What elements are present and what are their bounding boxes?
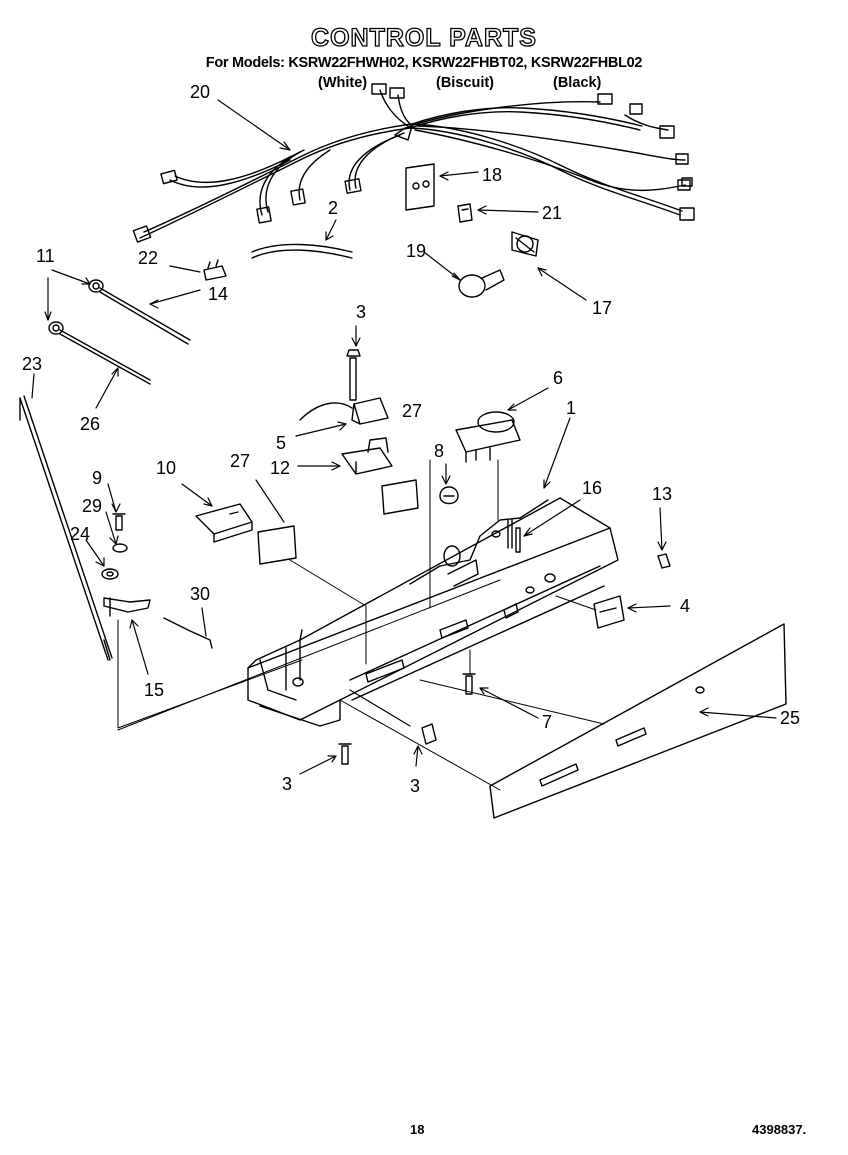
wire-clip	[163, 617, 213, 649]
label-22: 22	[138, 248, 158, 268]
rods	[48, 279, 191, 385]
label-9: 9	[92, 468, 102, 488]
part-number-labels: 20 18 21 2 11 22 14 19 17 3 23 26 6 27 1…	[22, 82, 800, 796]
clip	[457, 203, 473, 223]
label-4: 4	[680, 596, 690, 616]
label-27-right	[381, 479, 419, 515]
door-switch	[593, 595, 625, 629]
label-19: 19	[406, 241, 426, 261]
nut	[657, 553, 671, 569]
label-24: 24	[70, 524, 90, 544]
small-bracket	[203, 259, 227, 281]
label-14: 14	[208, 284, 228, 304]
label-11: 11	[36, 246, 55, 266]
label-3-bottom-left: 3	[282, 774, 292, 794]
label-30: 30	[190, 584, 210, 604]
guide-lines	[117, 459, 605, 791]
long-rod	[19, 395, 113, 661]
page-number: 18	[410, 1122, 425, 1137]
label-16: 16	[582, 478, 602, 498]
color-white: (White)	[318, 75, 368, 91]
label-20: 20	[190, 82, 210, 102]
label-1: 1	[566, 398, 576, 418]
screw-3-right	[421, 723, 437, 745]
label-3-bottom-right: 3	[410, 776, 420, 796]
label-3-top: 3	[356, 302, 366, 322]
label-13: 13	[652, 484, 672, 504]
label-21: 21	[542, 203, 562, 223]
label-8: 8	[434, 441, 444, 461]
label-15: 15	[144, 680, 164, 700]
label-5: 5	[276, 433, 286, 453]
knob	[439, 486, 459, 505]
thermostat	[455, 411, 521, 463]
switch	[299, 349, 389, 425]
label-6: 6	[553, 368, 563, 388]
label-27-lower: 27	[230, 451, 250, 471]
model-list: For Models: KSRW22FHWH02, KSRW22FHBT02, …	[205, 55, 643, 71]
leader-arrows	[31, 99, 777, 775]
label-18: 18	[482, 165, 502, 185]
control-housing	[247, 497, 619, 727]
housing-screw	[515, 527, 521, 553]
switch-bracket	[341, 437, 393, 475]
label-17: 17	[592, 298, 612, 318]
label-12: 12	[270, 458, 290, 478]
label-25: 25	[780, 708, 800, 728]
gasket-plate	[405, 163, 435, 211]
light-bulb	[458, 269, 505, 298]
screw-3-left	[338, 743, 352, 765]
color-biscuit: (Biscuit)	[436, 75, 494, 91]
mount-bracket	[195, 503, 253, 543]
diagram-title: CONTROL PARTS	[310, 23, 537, 52]
label-2: 2	[328, 198, 338, 218]
label-7: 7	[542, 712, 552, 732]
document-number: 4398837.	[752, 1122, 807, 1137]
screw-7	[462, 673, 476, 695]
trim-panel	[489, 623, 787, 819]
tube	[251, 243, 353, 259]
label-23: 23	[22, 354, 42, 374]
label-10: 10	[156, 458, 176, 478]
wire-harness	[132, 83, 695, 243]
label-27-upper: 27	[402, 401, 422, 421]
color-black: (Black)	[553, 75, 602, 91]
label-26: 26	[80, 414, 100, 434]
label-27-left	[257, 525, 297, 565]
hinge-parts	[101, 513, 151, 617]
bulb-socket	[511, 231, 539, 257]
label-29: 29	[82, 496, 102, 516]
